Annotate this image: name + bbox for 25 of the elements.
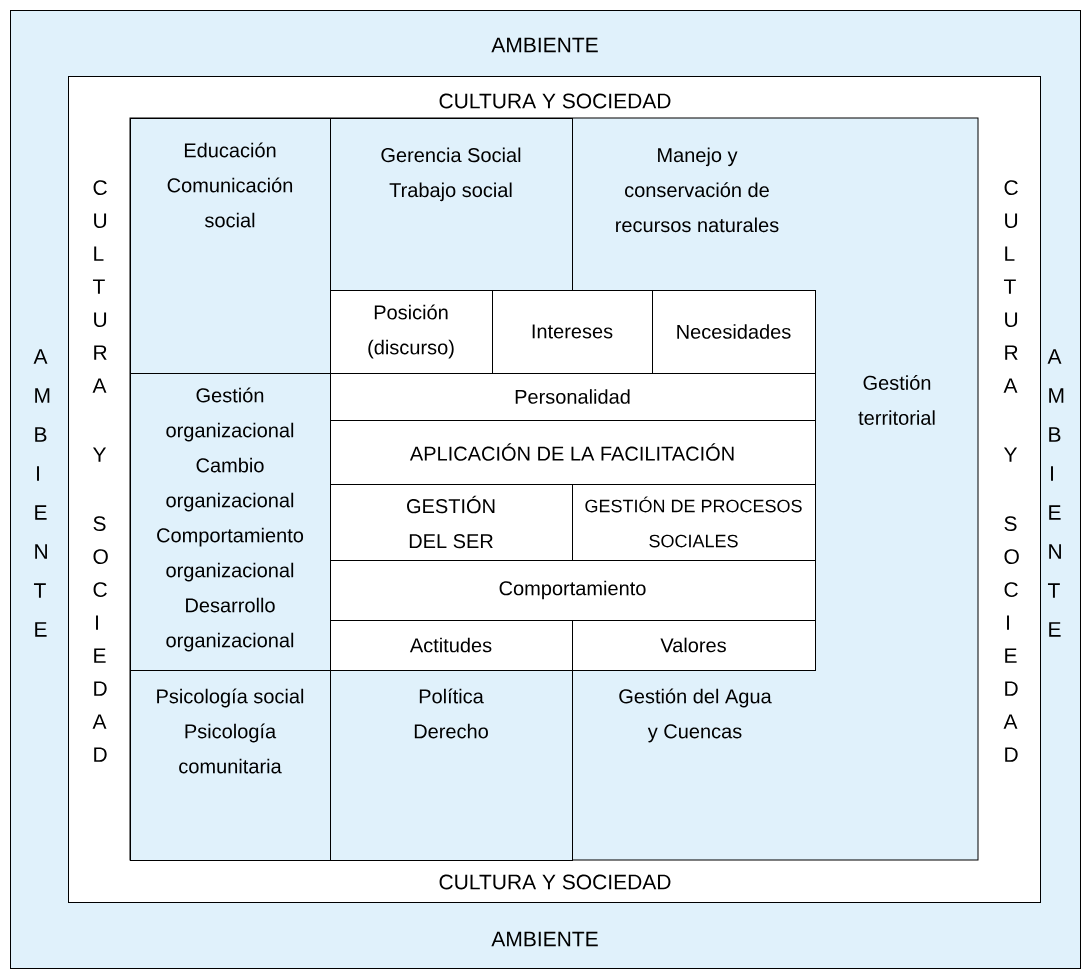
frame-label: AMBIENTE (491, 931, 598, 947)
cell: Psicología social Psicología comunitaria (130, 670, 331, 861)
vertical-label: AMBIENTE (1047, 349, 1064, 637)
cell: Gerencia Social Trabajo social (330, 118, 573, 291)
cell: Personalidad (330, 373, 816, 421)
region-label: Gestión del Agua y Cuencas (619, 688, 772, 743)
frame-label: CULTURA Y SOCIEDAD (439, 874, 671, 890)
cell: Necesidades (652, 290, 816, 374)
vertical-label: AMBIENTE (33, 349, 50, 637)
cell: Educación Comunicación social (130, 118, 331, 374)
cell: GESTIÓN DEL SER (330, 484, 573, 561)
cell: Valores (572, 620, 816, 671)
frame-label: CULTURA Y SOCIEDAD (439, 93, 671, 109)
cell: Actitudes (330, 620, 573, 671)
cell: Política Derecho (330, 670, 573, 861)
vertical-label: CULTURA Y SOCIEDAD (1003, 180, 1019, 762)
frame-label: AMBIENTE (491, 37, 598, 53)
region-label: Manejo y conservación de recursos naturales (616, 147, 779, 233)
region-label: Gestión territorial (858, 375, 935, 425)
cell: GESTIÓN DE PROCESOS SOCIALES (572, 484, 816, 561)
cell: APLICACIÓN DE LA FACILITACIÓN (330, 420, 816, 485)
vertical-label: CULTURA Y SOCIEDAD (92, 180, 108, 762)
cell: Posición (discurso) (330, 290, 493, 374)
cell: Intereses (492, 290, 653, 374)
cell: Gestión organizacional Cambio organizacional Comportamiento organizacional Desarrollo organizacional (130, 373, 331, 671)
